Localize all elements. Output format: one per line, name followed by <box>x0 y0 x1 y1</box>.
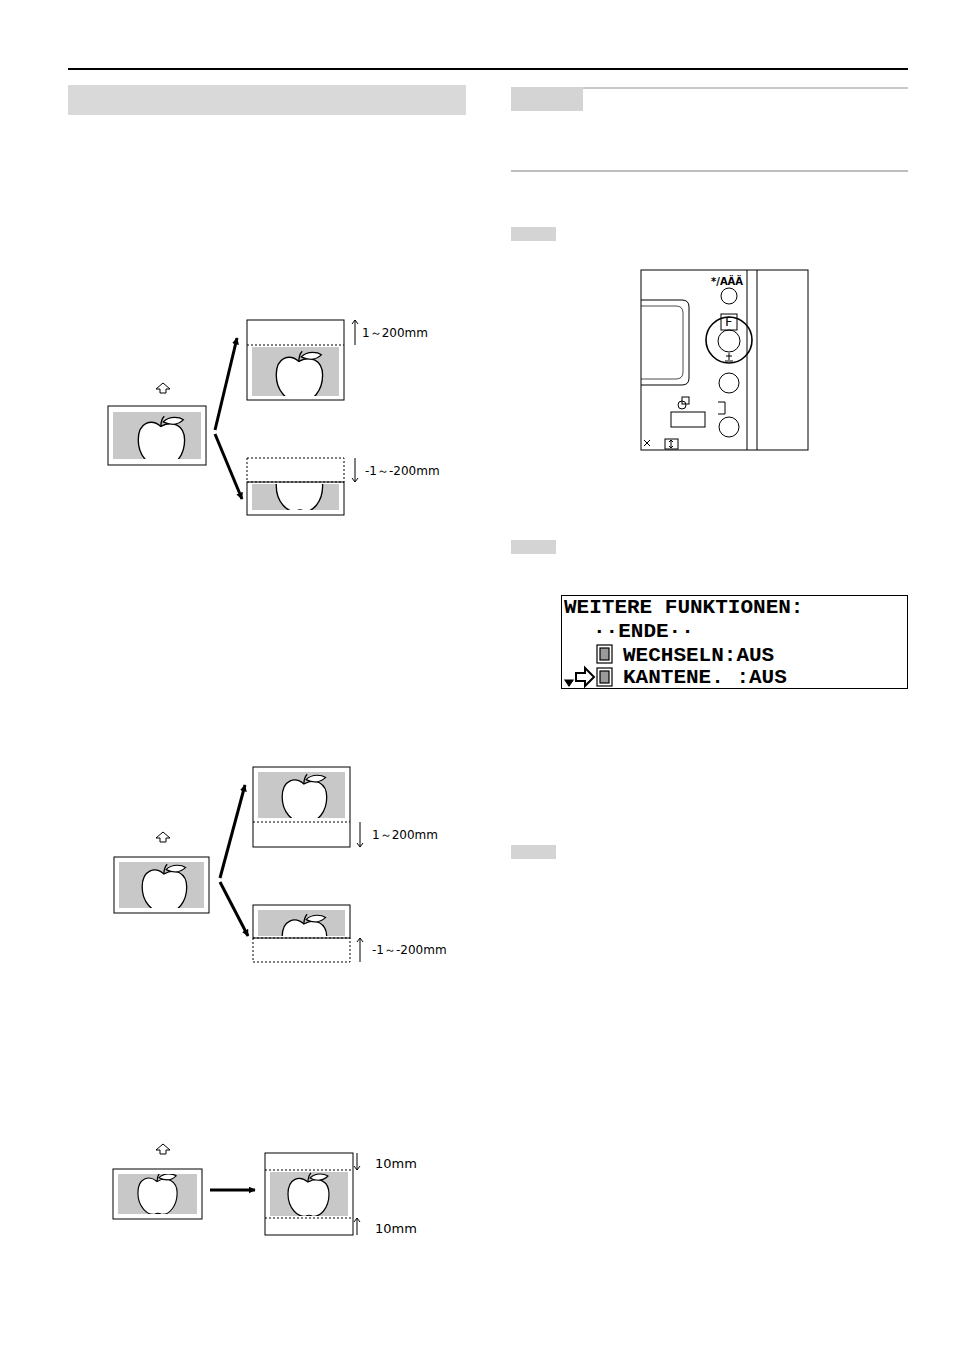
display-icons-part <box>576 668 594 686</box>
dimension-label: 1～200mm <box>372 829 438 841</box>
page-rules-part <box>511 170 908 172</box>
page-rules <box>68 69 908 859</box>
margin-figures-part <box>247 320 344 400</box>
margin-figures-part <box>156 832 170 842</box>
apple-picture <box>258 910 345 961</box>
control-panel-part <box>644 440 650 446</box>
margin-figures-part <box>354 1166 360 1170</box>
page-rules-part <box>68 85 466 115</box>
margin-figures-part <box>357 1153 358 1170</box>
margin-figures-part <box>210 1189 255 1192</box>
display-icons-part <box>600 671 609 683</box>
display-screen: WEITERE FUNKTIONEN:··ENDE··WECHSELN:AUSK… <box>561 595 908 689</box>
display-icons-part <box>565 680 573 686</box>
dimension-label: 10mm <box>375 1222 417 1235</box>
apple-picture-part <box>282 774 327 821</box>
dimension-label: -1～-200mm <box>365 465 440 477</box>
page-rules-part <box>68 68 908 70</box>
margin-figures-part <box>265 1170 353 1171</box>
margin-figures-part <box>220 882 248 936</box>
apple-picture-part <box>138 1173 177 1214</box>
apple-picture-part <box>282 914 327 961</box>
apple-picture-part <box>288 1173 329 1216</box>
control-panel-part <box>669 440 673 448</box>
margin-figures-part <box>357 843 363 847</box>
dimension-label: 10mm <box>375 1157 417 1170</box>
control-panel-part <box>747 270 748 450</box>
margin-figures-part <box>352 478 358 482</box>
margin-figures-part <box>220 785 245 878</box>
margin-figures-part <box>357 1218 358 1235</box>
control-panel-part <box>719 417 739 437</box>
apple-picture-part <box>276 462 322 511</box>
margin-figures-part <box>156 383 170 393</box>
page-rules-part <box>583 87 908 89</box>
control-panel-part <box>641 270 808 450</box>
margin-figures-part <box>215 338 237 430</box>
apple-picture <box>270 1172 348 1216</box>
control-panel-part <box>671 412 705 427</box>
margin-figures-part <box>253 938 350 962</box>
margin-figures-part <box>265 1153 353 1235</box>
display-line: WECHSELN:AUS <box>623 645 774 667</box>
key-label: F <box>725 315 732 328</box>
margin-figures-part <box>253 822 350 823</box>
control-panel-part <box>721 288 737 304</box>
margin-figures-part <box>215 434 242 499</box>
margin-figures-part <box>360 938 361 962</box>
control-panel-part <box>757 270 758 450</box>
control-panel-part <box>641 300 689 385</box>
control-panel-part <box>721 314 737 330</box>
control-panel-part <box>719 373 739 393</box>
control-panel-part <box>718 330 740 352</box>
margin-figures-part <box>108 406 206 465</box>
margin-figures-part <box>253 767 350 847</box>
display-icons <box>565 645 612 686</box>
margin-figures-part <box>114 857 209 913</box>
apple-picture <box>119 862 204 911</box>
apple-picture-part <box>270 1172 348 1216</box>
margin-figures-part <box>355 458 356 482</box>
margin-figures-part <box>247 458 344 482</box>
page-rules-part <box>511 540 556 554</box>
apple-picture <box>113 412 201 465</box>
display-line: KANTENE. :AUS <box>623 667 787 689</box>
display-icons-part <box>597 645 612 663</box>
page-rules-part <box>511 845 556 859</box>
margin-figures-part <box>352 320 358 324</box>
margin-figures-part <box>113 1169 202 1219</box>
dimension-label: 1～200mm <box>362 327 428 339</box>
apple-picture-part <box>276 351 322 400</box>
display-line: ··ENDE·· <box>593 621 694 643</box>
apple-picture <box>252 462 339 511</box>
control-panel-part <box>682 397 689 404</box>
dimension-label: -1～-200mm <box>372 944 447 956</box>
control-panel-part <box>665 439 678 449</box>
margin-figures-part <box>357 938 363 942</box>
display-icons-part <box>600 648 609 660</box>
control-panel-part <box>641 306 683 379</box>
margin-figures-part <box>355 320 356 345</box>
page-rules-part <box>511 227 556 241</box>
control-panel-part <box>718 402 725 414</box>
margin-figures-part <box>265 1218 353 1219</box>
apple-picture-part <box>138 416 184 465</box>
apple-picture <box>118 1173 197 1214</box>
control-panel-part <box>725 353 733 361</box>
apple-picture-part <box>142 864 187 911</box>
display-line: WEITERE FUNKTIONEN: <box>564 597 803 619</box>
control-panel <box>641 270 808 450</box>
margin-figures-part <box>156 1144 170 1154</box>
key-label: */AÄÄ <box>711 277 743 287</box>
apple-picture <box>258 772 345 821</box>
page-rules-part <box>511 87 583 111</box>
apple-picture <box>252 347 339 400</box>
display-icons-part <box>597 668 612 686</box>
margin-figures-part <box>360 822 361 847</box>
margin-figures-part <box>247 345 344 346</box>
margin-figures-part <box>354 1218 360 1222</box>
margin-figures <box>108 320 363 1235</box>
